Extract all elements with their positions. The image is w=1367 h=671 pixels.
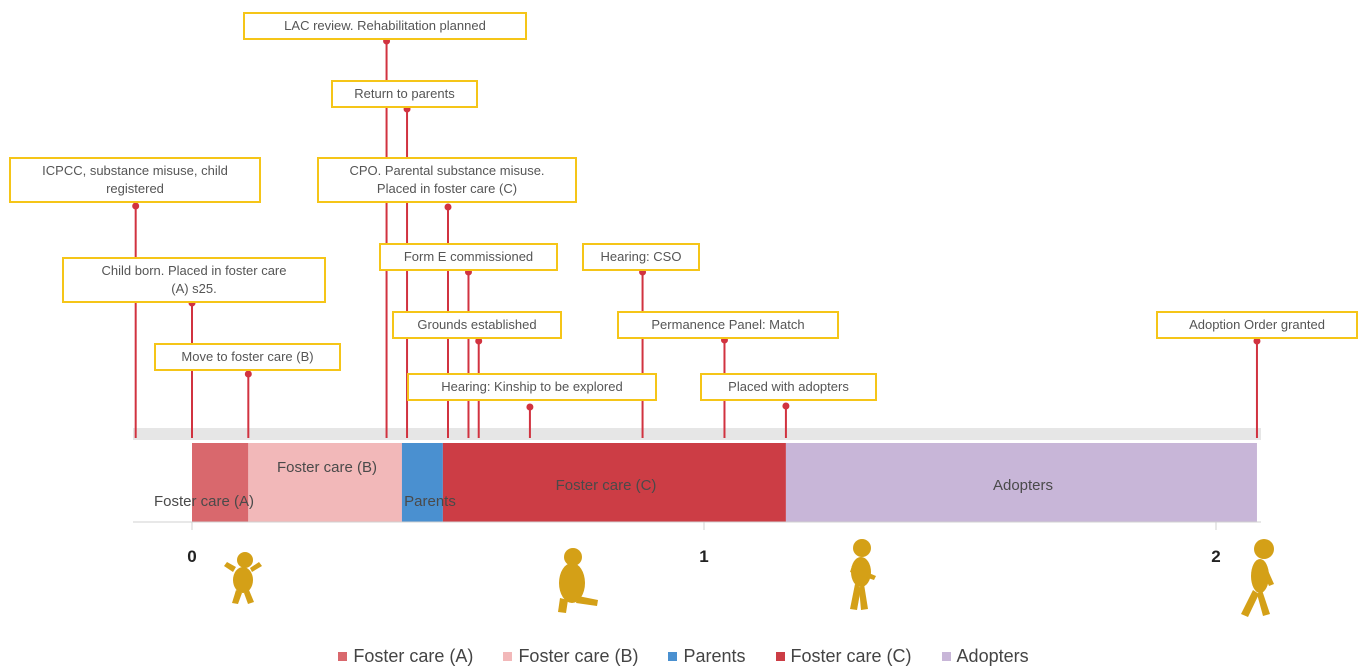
legend-label: Foster care (C): [790, 646, 912, 666]
event-label-box: [243, 12, 527, 40]
event-label: Move to foster care (B): [154, 343, 341, 371]
event-label-box: [331, 80, 478, 108]
event-label-text: Placed with adopters: [728, 379, 849, 394]
segment-label: Adopters: [993, 477, 1053, 494]
timeline-diagram: Foster care (A) Foster care (B) Parents Fos…: [9, 12, 1358, 617]
baby-icon: [224, 552, 262, 604]
segment-adopters: [785, 443, 1257, 522]
segment-label: Foster care (C): [556, 477, 657, 494]
event-label-text: Grounds established: [417, 317, 536, 332]
legend-item-parents: Parents: [668, 646, 746, 667]
event-stems: [132, 37, 1261, 438]
event-marker: [782, 402, 790, 410]
event-label: Hearing: CSO: [582, 243, 700, 271]
event-label-box: [154, 343, 341, 371]
event-label: Form E commissioned: [379, 243, 558, 271]
legend-label: Parents: [683, 646, 746, 666]
event-label-box: [582, 243, 700, 271]
segment-parents: [401, 443, 443, 522]
event-marker: [1253, 337, 1261, 345]
event-label-box: [617, 311, 839, 339]
placement-segments: Foster care (A) Foster care (B) Parents Fos…: [154, 443, 1257, 522]
legend-label: Adopters: [956, 646, 1029, 666]
axis-tick-label: 0: [187, 547, 196, 566]
legend-item-foster-care-a: Foster care (A): [338, 646, 473, 667]
walking-child-icon: [1241, 539, 1274, 617]
event-marker: [444, 203, 452, 211]
event-label-box: [392, 311, 562, 339]
legend-item-foster-care-b: Foster care (B): [503, 646, 638, 667]
event-label-text: LAC review. Rehabilitation planned: [284, 18, 486, 33]
event-label-text: Return to parents: [354, 86, 455, 101]
event-marker: [244, 370, 252, 378]
event-label-text: Hearing: Kinship to be explored: [441, 379, 622, 394]
timeline-band: [133, 428, 1261, 440]
legend-item-adopters: Adopters: [941, 646, 1029, 667]
segment-foster-care-a: [192, 443, 249, 522]
event-label: Placed with adopters: [700, 373, 877, 401]
legend-swatch-foster-care-c: [775, 652, 785, 661]
event-label-text: Child born. Placed in foster care: [102, 263, 287, 278]
event-label-text: Move to foster care (B): [181, 349, 313, 364]
event-label: Child born. Placed in foster care (A) s25…: [62, 257, 326, 303]
event-label: Return to parents: [331, 80, 478, 108]
toddler-icon: [850, 539, 876, 610]
event-label: CPO. Parental substance misuse. Placed in…: [317, 157, 577, 203]
legend-swatch-foster-care-b: [503, 652, 513, 661]
event-label-text: Placed in foster care (C): [377, 181, 517, 196]
event-label-text: CPO. Parental substance misuse.: [349, 163, 544, 178]
legend-label: Foster care (B): [518, 646, 639, 666]
legend-item-foster-care-c: Foster care (C): [775, 646, 912, 667]
event-label: Adoption Order granted: [1156, 311, 1358, 339]
event-label-box: [9, 157, 261, 203]
event-label-text: registered: [106, 181, 164, 196]
event-labels: ICPCC, substance misuse, child registered…: [9, 12, 1358, 401]
event-label-text: ICPCC, substance misuse, child: [42, 163, 228, 178]
event-label-box: [1156, 311, 1358, 339]
event-label: Hearing: Kinship to be explored: [407, 373, 657, 401]
event-label-text: Hearing: CSO: [601, 249, 682, 264]
event-marker: [526, 403, 534, 411]
legend-swatch-foster-care-a: [338, 652, 348, 661]
event-label-text: Permanence Panel: Match: [651, 317, 804, 332]
segment-foster-care-c: [442, 443, 786, 522]
segment-label: Parents: [404, 493, 456, 510]
axis-tick-label: 2: [1211, 547, 1220, 566]
event-label-text: Form E commissioned: [404, 249, 533, 264]
legend-swatch-adopters: [941, 652, 951, 661]
event-marker: [132, 202, 140, 210]
event-label: Grounds established: [392, 311, 562, 339]
axis-tick-label: 1: [699, 547, 708, 566]
legend-label: Foster care (A): [353, 646, 474, 666]
event-label: ICPCC, substance misuse, child registered: [9, 157, 261, 203]
segment-label: Foster care (B): [277, 459, 377, 476]
event-label-text: Adoption Order granted: [1189, 317, 1325, 332]
segment-foster-care-b: [248, 443, 402, 522]
event-label-box: [379, 243, 558, 271]
event-label-box: [62, 257, 326, 303]
legend-swatch-parents: [668, 652, 678, 661]
event-label-text: (A) s25.: [171, 281, 217, 296]
event-label-box: [700, 373, 877, 401]
axis-ticks: 0 1 2: [187, 522, 1221, 566]
event-label-box: [407, 373, 657, 401]
event-label-box: [317, 157, 577, 203]
crawling-baby-icon: [558, 548, 598, 613]
legend: Foster care (A) Foster care (B) Parents …: [0, 646, 1367, 667]
event-marker: [475, 337, 483, 345]
event-label: Permanence Panel: Match: [617, 311, 839, 339]
segment-label: Foster care (A): [154, 493, 254, 510]
event-label: LAC review. Rehabilitation planned: [243, 12, 527, 40]
